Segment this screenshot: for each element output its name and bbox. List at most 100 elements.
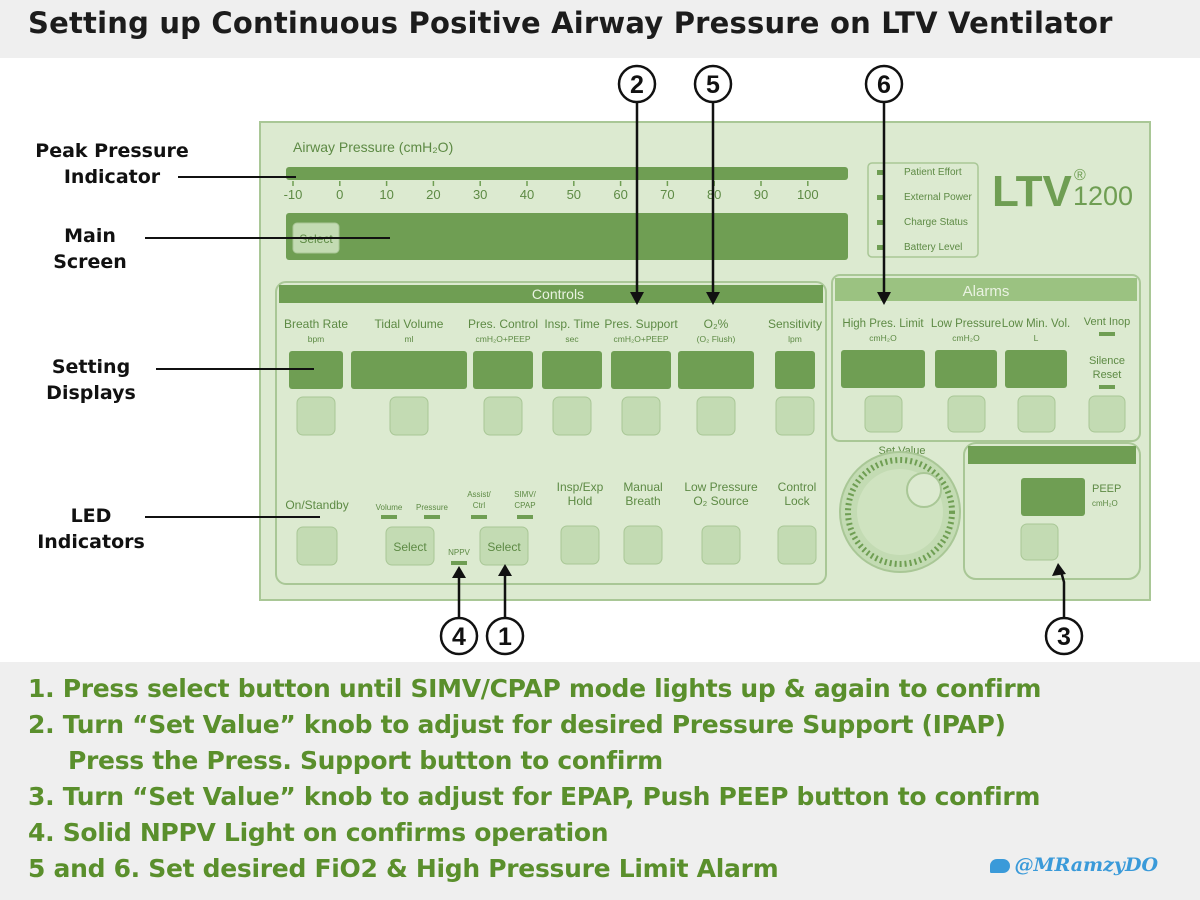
control-unit: lpm: [788, 334, 802, 344]
control-button[interactable]: [621, 396, 661, 436]
control-name: Sensitivity: [768, 317, 822, 331]
setting-displays-leader: [156, 368, 314, 370]
led-indicators-label-line2: Indicators: [37, 531, 145, 553]
alarm-button[interactable]: [947, 395, 986, 433]
control-button[interactable]: [483, 396, 523, 436]
status-led-label: External Power: [904, 192, 972, 203]
control-lock-label-2: Lock: [784, 494, 810, 508]
alarm-name: Low Pressure: [931, 318, 1001, 330]
controls-header-bar: [279, 285, 823, 303]
instruction-3: 3. Turn “Set Value” knob to adjust for E…: [28, 782, 1041, 811]
silence-label: Silence: [1089, 355, 1125, 367]
alarm-button[interactable]: [864, 395, 903, 433]
on-standby-button[interactable]: [296, 526, 338, 566]
scale-tick-label: -10: [284, 187, 303, 202]
callout-number: 6: [877, 71, 891, 99]
manual-breath-label-2: Breath: [625, 494, 660, 508]
scale-tick-label: 100: [797, 187, 819, 202]
scale-tick-label: 10: [379, 187, 393, 202]
control-name: Tidal Volume: [375, 317, 444, 331]
control-unit: sec: [565, 334, 579, 344]
status-led-label: Battery Level: [904, 242, 962, 253]
airway-pressure-label: Airway Pressure (cmH₂O): [293, 139, 453, 155]
setting-displays-label: Setting Displays: [26, 354, 156, 406]
title-bar: Setting up Continuous Positive Airway Pr…: [0, 0, 1200, 59]
led-indicators-leader: [145, 516, 320, 518]
control-display: [611, 351, 671, 389]
callout-number: 3: [1057, 623, 1071, 651]
setting-displays-label-line1: Setting: [51, 356, 131, 378]
select-button-2-label: Select: [487, 540, 521, 554]
callout-4-arrowhead: [452, 566, 466, 578]
scale-tick-label: 90: [754, 187, 768, 202]
alarm-display: [1005, 350, 1067, 388]
control-name: Pres. Control: [468, 317, 538, 331]
scale-tick-label: 70: [660, 187, 674, 202]
volume-label: Volume: [376, 503, 403, 512]
scale-tick-label: 0: [336, 187, 343, 202]
instruction-2: 2. Turn “Set Value” knob to adjust for d…: [28, 710, 1006, 739]
control-button[interactable]: [552, 396, 592, 436]
low-pressure-o2-label-2: O₂ Source: [693, 494, 749, 508]
low-pressure-o2-label-1: Low Pressure: [684, 480, 758, 494]
alarm-display: [935, 350, 997, 388]
callout-3-arrowhead: [1052, 563, 1066, 576]
scale-tick-label: 20: [426, 187, 440, 202]
alarm-unit: L: [1034, 333, 1039, 343]
brand-reg: ®: [1074, 167, 1086, 184]
scale-tick-label: 60: [613, 187, 627, 202]
callout-number: 1: [498, 623, 512, 651]
control-button[interactable]: [296, 396, 336, 436]
control-button[interactable]: [775, 396, 815, 436]
status-led: [877, 220, 883, 225]
twitter-handle: @MRamzyDO: [990, 854, 1158, 876]
select-button-1[interactable]: [385, 526, 435, 566]
control-unit: bpm: [308, 334, 325, 344]
callout-circle: [617, 64, 657, 104]
set-value-knob-grip: [906, 472, 942, 508]
silence-reset-led: [1099, 385, 1115, 389]
select-button-2[interactable]: [479, 526, 529, 566]
instruction-1: 1. Press select button until SIMV/CPAP m…: [28, 674, 1042, 703]
callout-circle: [693, 64, 733, 104]
pressure-led: [424, 515, 440, 519]
main-screen-label-line2: Screen: [53, 251, 127, 273]
control-button[interactable]: [389, 396, 429, 436]
manual-breath-button[interactable]: [623, 525, 663, 565]
callout-number: 5: [706, 71, 720, 99]
scale-tick-label: 30: [473, 187, 487, 202]
low-pressure-o2-button[interactable]: [701, 525, 741, 565]
peep-button[interactable]: [1020, 523, 1059, 561]
control-display: [775, 351, 815, 389]
control-name: Pres. Support: [604, 317, 678, 331]
alarm-button[interactable]: [1017, 395, 1056, 433]
callout-circle: [485, 616, 525, 656]
brand-model: 1200: [1073, 181, 1133, 211]
main-screen-label-line1: Main: [64, 225, 116, 247]
peak-pressure-label-line2: Indicator: [63, 166, 161, 188]
reset-label: Reset: [1093, 369, 1122, 381]
callout-circle: [1044, 616, 1084, 656]
status-led: [877, 170, 883, 175]
alarms-section: [831, 274, 1141, 442]
peak-pressure-label-line1: Peak Pressure: [35, 140, 189, 162]
control-lock-button[interactable]: [777, 525, 817, 565]
on-standby-label: On/Standby: [285, 498, 348, 512]
select-button-1-label: Select: [393, 540, 427, 554]
peep-label: PEEP: [1092, 483, 1121, 495]
control-unit: (O₂ Flush): [697, 334, 736, 344]
volume-led: [381, 515, 397, 519]
setting-displays-label-line2: Displays: [46, 382, 136, 404]
brand-ltv: LTV: [992, 167, 1072, 216]
insp-exp-hold-button[interactable]: [560, 525, 600, 565]
assist-ctrl-label-1: Assist/: [467, 490, 491, 499]
control-button[interactable]: [696, 396, 736, 436]
control-display: [678, 351, 754, 389]
silence-reset-button[interactable]: [1088, 395, 1126, 433]
led-indicators-label: LED Indicators: [26, 503, 156, 555]
